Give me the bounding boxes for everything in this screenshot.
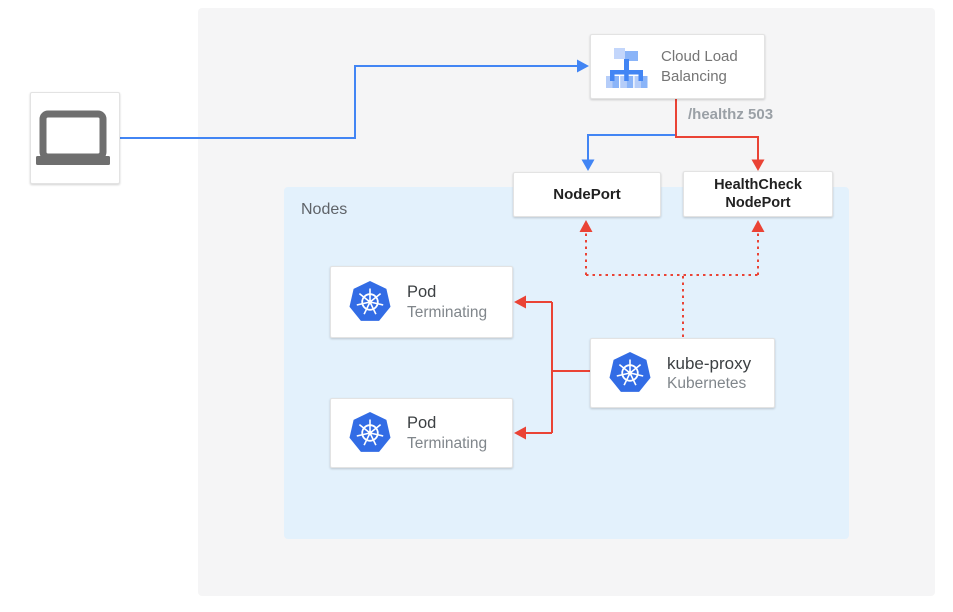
pod-status: Terminating xyxy=(407,434,488,452)
nodeport-label: NodePort xyxy=(553,186,621,203)
nodeport-card: NodePort xyxy=(513,172,661,217)
healthz-status-label: /healthz 503 xyxy=(688,106,774,123)
pod-title: Pod xyxy=(407,413,437,432)
kube-proxy-card: kube-proxy Kubernetes xyxy=(590,338,775,408)
healthcheck-label-line2: NodePort xyxy=(725,195,791,211)
pod-labels: Pod Terminating xyxy=(407,413,487,454)
nodes-panel-label: Nodes xyxy=(301,201,348,218)
clb-label-line2: Balancing xyxy=(661,67,727,85)
pod-card-2: Pod Terminating xyxy=(330,398,513,468)
healthcheck-label-line1: HealthCheck xyxy=(714,177,802,193)
kube-proxy-title: kube-proxy xyxy=(667,353,752,373)
clb-label-line1: Cloud Load xyxy=(661,47,738,65)
kubernetes-icon xyxy=(609,352,651,392)
pod-status: Terminating xyxy=(407,303,488,321)
pod-title: Pod xyxy=(407,282,437,301)
kubernetes-icon xyxy=(349,281,391,321)
kube-proxy-labels: kube-proxy Kubernetes xyxy=(667,353,751,394)
cloud-load-balancing-card: Cloud Load Balancing xyxy=(590,34,765,99)
kube-proxy-subtitle: Kubernetes xyxy=(667,374,747,392)
pod-card-1: Pod Terminating xyxy=(330,266,513,338)
cloud-load-balancing-icon xyxy=(606,47,648,88)
healthcheck-nodeport-card: HealthCheck NodePort xyxy=(683,171,833,217)
client-laptop-card xyxy=(30,92,120,184)
laptop-icon xyxy=(36,110,110,165)
pod-labels: Pod Terminating xyxy=(407,282,487,323)
kubernetes-icon xyxy=(349,412,391,452)
cloud-load-balancing-label: Cloud Load Balancing xyxy=(661,47,738,87)
